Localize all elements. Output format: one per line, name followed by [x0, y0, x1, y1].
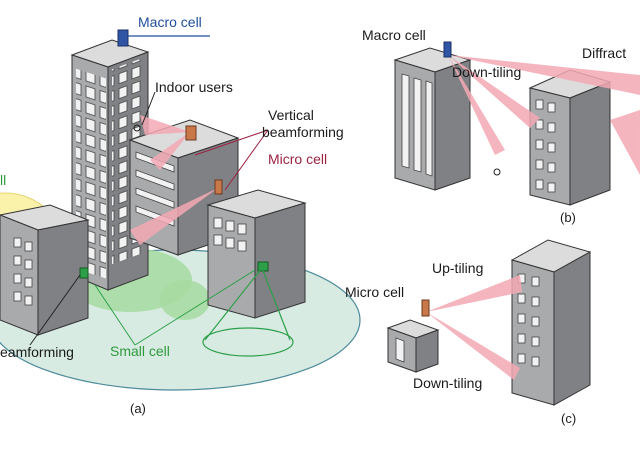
- panel-c: Up-tiling Micro cell Down-tiling (c): [345, 239, 592, 426]
- small-cell-cone-base: [202, 327, 294, 357]
- micro-building: [128, 119, 240, 256]
- micro-cell-label: Micro cell: [268, 151, 327, 167]
- small-cell-cone: [204, 267, 291, 341]
- indoor-label-line: [141, 91, 156, 126]
- beams-c: [426, 275, 522, 380]
- micro-antenna-a: [185, 125, 197, 141]
- right-building: [206, 189, 307, 319]
- indoor-users-label: Indoor users: [155, 79, 233, 95]
- micro-beam: [130, 188, 218, 245]
- small-cell-line-2: [134, 269, 256, 346]
- vertical-label: Vertical: [268, 107, 314, 123]
- panel-c-label: (c): [561, 411, 576, 426]
- cell-partial-label: ll: [0, 172, 6, 188]
- beams-a: [130, 115, 218, 245]
- panel-b: Macro cell Down-tiling Diffract (b): [362, 27, 640, 225]
- small-cell-label: Small cell: [110, 343, 170, 359]
- up-tilting-label: Up-tiling: [432, 260, 483, 276]
- beamforming-line: [29, 274, 81, 346]
- panel-b-label: (b): [560, 210, 576, 225]
- beamforming-partial-label: eamforming: [0, 344, 74, 360]
- vbf-arrow-2: [224, 129, 269, 191]
- indoor-user-icon: [133, 124, 141, 132]
- vertical-beam-lower: [150, 132, 190, 170]
- user-icon-b: [493, 168, 501, 176]
- small-cell-coverage-2: [160, 280, 210, 320]
- macro-cell-label: Macro cell: [138, 14, 202, 30]
- macro-antenna-b: [443, 41, 452, 58]
- vbf-arrow-1: [194, 129, 269, 156]
- macro-antenna-a: [117, 29, 129, 47]
- micro-antenna-c: [421, 299, 430, 317]
- panel-a: Macro cell Indoor users Vertical beamfor…: [0, 14, 361, 416]
- diffraction-label: Diffract: [582, 45, 626, 61]
- down-tilting-b-label: Down-tiling: [452, 64, 521, 80]
- small-antenna-a2: [79, 267, 89, 279]
- beams-b: [448, 55, 640, 175]
- left-building: [0, 204, 90, 336]
- beamforming-label: beamforming: [262, 124, 344, 140]
- down-tilting-c-label: Down-tiling: [413, 375, 482, 391]
- micro-antenna-a2: [214, 179, 223, 195]
- vertical-beam-upper: [140, 115, 190, 135]
- panel-a-label: (a): [130, 401, 146, 416]
- macro-cell-b-label: Macro cell: [362, 27, 426, 43]
- micro-cell-c-label: Micro cell: [345, 284, 404, 300]
- small-cell-line-1: [94, 284, 136, 346]
